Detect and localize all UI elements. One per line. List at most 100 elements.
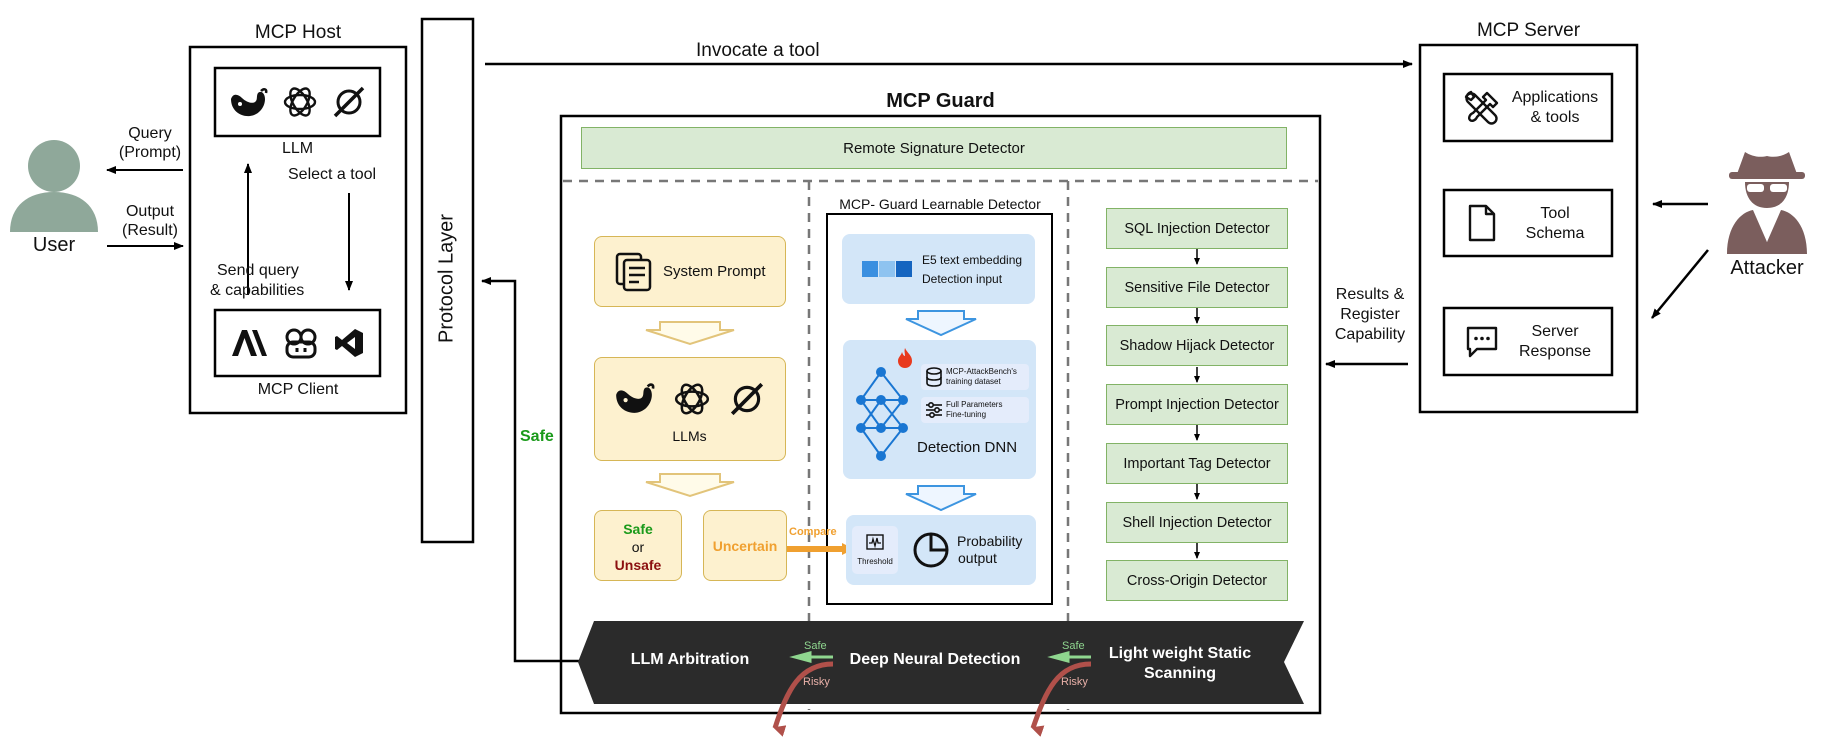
safe-return-label: Safe — [520, 428, 554, 445]
vscode-icon — [334, 329, 363, 357]
mcp-client-label: MCP Client — [257, 381, 339, 398]
invoke-label: Invocate a tool — [696, 40, 820, 61]
user-icon — [10, 140, 98, 232]
mcp-server-title: MCP Server — [1476, 20, 1581, 41]
threshold-label: Threshold — [857, 557, 893, 566]
pipeline-banner — [578, 621, 1304, 704]
safe-unsafe-box: Safe or Unsafe — [594, 510, 682, 581]
pie-chart-icon — [913, 532, 949, 568]
learnable-detector-frame — [826, 213, 1053, 605]
llms-logos — [595, 380, 784, 418]
remote-signature-detector: Remote Signature Detector — [581, 127, 1287, 169]
llm-frame — [213, 66, 382, 138]
tool-schema-frame — [1442, 188, 1614, 258]
openai-icon — [674, 383, 709, 415]
grok-icon — [731, 382, 764, 416]
user-label: User — [32, 234, 76, 256]
server-response-frame — [1442, 306, 1614, 377]
risky-arrow-1 — [772, 661, 834, 737]
waveform-icon — [866, 534, 884, 550]
safe-arrow-2 — [1047, 651, 1091, 663]
compare-label: Compare — [789, 526, 837, 538]
tools-icon — [1464, 90, 1499, 125]
flow-arrow-2 — [645, 473, 735, 498]
deepseek-whale-icon — [231, 88, 268, 117]
deepseek-whale-icon — [615, 383, 655, 413]
file-icon — [1468, 204, 1496, 242]
system-prompt-box: System Prompt — [594, 236, 786, 307]
neural-network-icon — [856, 367, 908, 461]
fire-icon — [898, 348, 912, 368]
embedding-vector-icon — [862, 261, 912, 277]
openai-icon — [283, 87, 316, 117]
llm-logos — [215, 68, 380, 136]
llms-label: LLMs — [672, 428, 707, 444]
anthropic-icon — [232, 330, 268, 356]
attacker-icon — [1727, 152, 1807, 254]
mcp-guard-title: MCP Guard — [886, 90, 995, 112]
static-detector-1: SQL Injection Detector — [1106, 208, 1288, 249]
database-icon — [926, 367, 942, 387]
apps-tools-frame — [1442, 72, 1614, 143]
pipeline-safe-label-2: Safe — [1062, 640, 1085, 652]
document-stack-icon — [615, 252, 652, 291]
mcp-guard-frame — [559, 114, 1322, 715]
llm-label: LLM — [281, 140, 314, 157]
query-label: Query(Prompt) — [118, 125, 182, 161]
send-query-label: Send query& capabilities — [210, 262, 305, 299]
static-detector-3: Shadow Hijack Detector — [1106, 325, 1288, 366]
mcp-client-frame — [213, 308, 382, 378]
static-detector-6: Shell Injection Detector — [1106, 502, 1288, 543]
safe-return-arrow — [481, 277, 595, 663]
attacker-label: Attacker — [1730, 257, 1804, 279]
static-detector-4: Prompt Injection Detector — [1106, 384, 1288, 425]
static-detector-2: Sensitive File Detector — [1106, 267, 1288, 308]
client-logos — [215, 310, 380, 376]
threshold-chip: Threshold — [852, 526, 898, 574]
llms-box: LLMs — [594, 357, 786, 461]
mcp-host-frame — [188, 45, 408, 415]
uncertain-box: Uncertain — [703, 510, 787, 581]
attacker-response-arrow — [1651, 249, 1709, 319]
message-icon — [1466, 326, 1498, 358]
flow-arrow-4 — [905, 485, 977, 512]
static-detector-5: Important Tag Detector — [1106, 443, 1288, 484]
learnable-detector-title: MCP- Guard Learnable Detector — [839, 196, 1041, 212]
static-detector-7: Cross-Origin Detector — [1106, 560, 1288, 601]
sliders-icon — [926, 401, 942, 419]
pipeline-risky-label-2: Risky — [1061, 676, 1088, 688]
protocol-layer-label: Protocol Layer — [435, 214, 458, 343]
llm-arbitration-label: LLM Arbitration — [630, 651, 750, 668]
apps-tools-label: Applications& tools — [1511, 89, 1599, 126]
flow-arrow-3 — [905, 310, 977, 337]
copilot-icon — [285, 328, 316, 359]
flow-arrow-1 — [645, 321, 735, 346]
mcp-server-frame — [1418, 43, 1639, 414]
risky-arrow-2 — [1030, 661, 1092, 737]
deep-neural-detection-label: Deep Neural Detection — [849, 651, 1021, 668]
output-label: Output(Result) — [121, 203, 178, 239]
safe-arrow-1 — [789, 651, 833, 663]
protocol-layer-frame — [420, 17, 475, 544]
mcp-host-title: MCP Host — [254, 22, 342, 43]
detection-dnn-label: Detection DNN — [917, 439, 1018, 456]
select-tool-label: Select a tool — [288, 166, 377, 183]
pipeline-safe-label-1: Safe — [804, 640, 827, 652]
system-prompt-label: System Prompt — [663, 263, 766, 280]
grok-icon — [333, 86, 364, 118]
